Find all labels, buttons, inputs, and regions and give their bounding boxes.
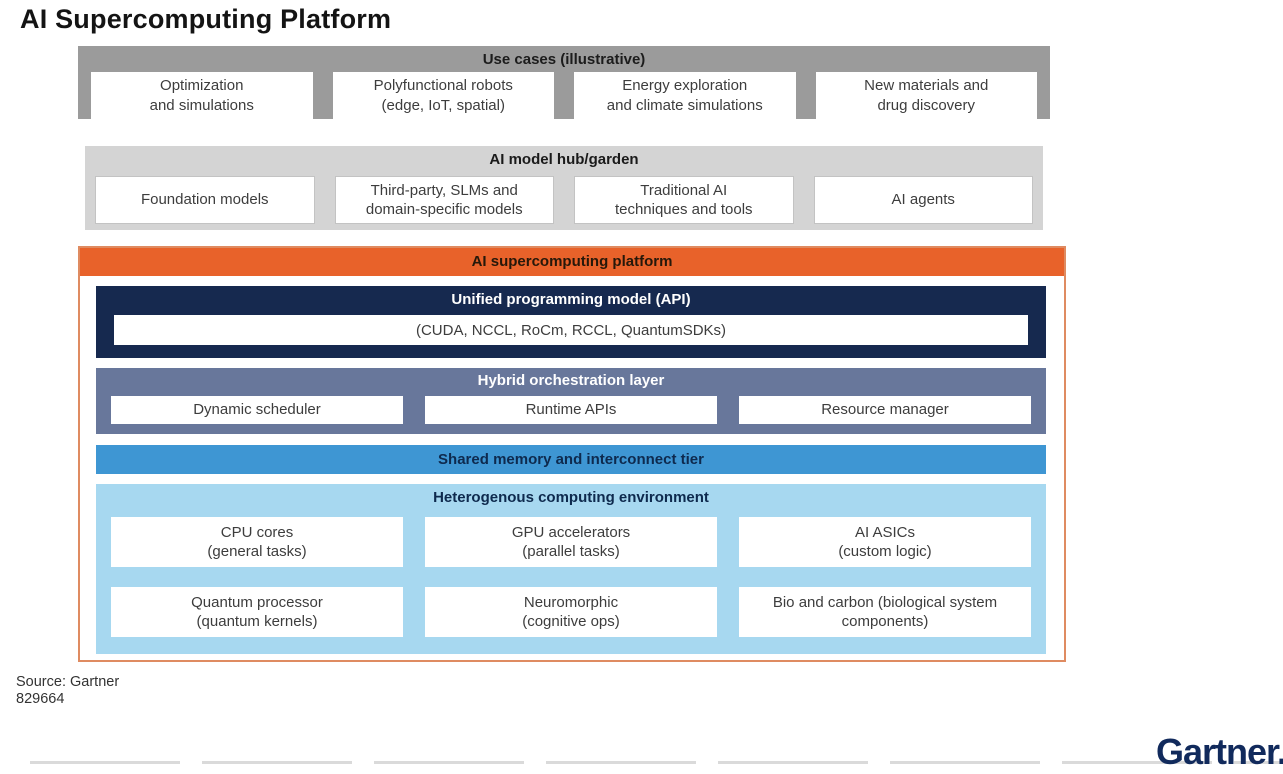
heterogeneous-header: Heterogenous computing environment (433, 489, 709, 506)
use-case-box-energy: Energy exploration and climate simulatio… (574, 72, 796, 119)
hetero-box-quantum-processor: Quantum processor (quantum kernels) (111, 587, 403, 637)
heterogeneous-band: Heterogenous computing environment CPU c… (96, 484, 1046, 654)
heterogeneous-row-2: Quantum processor (quantum kernels) Neur… (111, 587, 1031, 637)
use-case-box-robots: Polyfunctional robots (edge, IoT, spatia… (332, 72, 554, 119)
hub-box-traditional-ai: Traditional AI techniques and tools (574, 176, 794, 224)
model-hub-band: AI model hub/garden Foundation models Th… (85, 146, 1043, 230)
hub-box-third-party-models: Third-party, SLMs and domain-specific mo… (334, 176, 554, 224)
source-note: Source: Gartner 829664 (16, 674, 119, 708)
orchestration-box-runtime-apis: Runtime APIs (425, 396, 717, 424)
platform-header: AI supercomputing platform (80, 248, 1064, 276)
use-case-box-materials: New materials and drug discovery (815, 72, 1037, 119)
orchestration-box-resource-manager: Resource manager (739, 396, 1031, 424)
hetero-box-gpu-accelerators: GPU accelerators (parallel tasks) (425, 517, 717, 567)
hetero-box-cpu-cores: CPU cores (general tasks) (111, 517, 403, 567)
hub-box-foundation-models: Foundation models (95, 176, 315, 224)
video-progress-bar[interactable] (30, 761, 1283, 764)
supercomputing-platform-container: AI supercomputing platform Unified progr… (78, 246, 1066, 662)
shared-memory-band: Shared memory and interconnect tier (96, 445, 1046, 474)
hub-box-ai-agents: AI agents (813, 176, 1033, 224)
heterogeneous-row-1: CPU cores (general tasks) GPU accelerato… (111, 517, 1031, 567)
orchestration-header: Hybrid orchestration layer (477, 372, 665, 389)
hetero-box-neuromorphic: Neuromorphic (cognitive ops) (425, 587, 717, 637)
use-cases-band: Use cases (illustrative) Optimization an… (78, 46, 1050, 119)
model-hub-header: AI model hub/garden (489, 151, 639, 168)
model-hub-boxes: Foundation models Third-party, SLMs and … (95, 176, 1033, 224)
hetero-box-ai-asics: AI ASICs (custom logic) (739, 517, 1031, 567)
page-title: AI Supercomputing Platform (20, 4, 392, 34)
unified-programming-band: Unified programming model (API) (CUDA, N… (96, 286, 1046, 358)
api-list-box: (CUDA, NCCL, RoCm, RCCL, QuantumSDKs) (114, 315, 1028, 345)
gartner-logo: Gartner. (1155, 731, 1283, 772)
unified-programming-header: Unified programming model (API) (451, 291, 691, 308)
orchestration-band: Hybrid orchestration layer Dynamic sched… (96, 368, 1046, 434)
use-cases-boxes: Optimization and simulations Polyfunctio… (91, 72, 1037, 119)
doc-id: 829664 (16, 691, 65, 708)
use-cases-header: Use cases (illustrative) (482, 51, 646, 68)
use-case-box-optimization: Optimization and simulations (91, 72, 313, 119)
orchestration-box-dynamic-scheduler: Dynamic scheduler (111, 396, 403, 424)
hetero-box-bio-carbon: Bio and carbon (biological system compon… (739, 587, 1031, 637)
orchestration-boxes: Dynamic scheduler Runtime APIs Resource … (111, 396, 1031, 424)
source-line: Source: Gartner (16, 674, 120, 690)
